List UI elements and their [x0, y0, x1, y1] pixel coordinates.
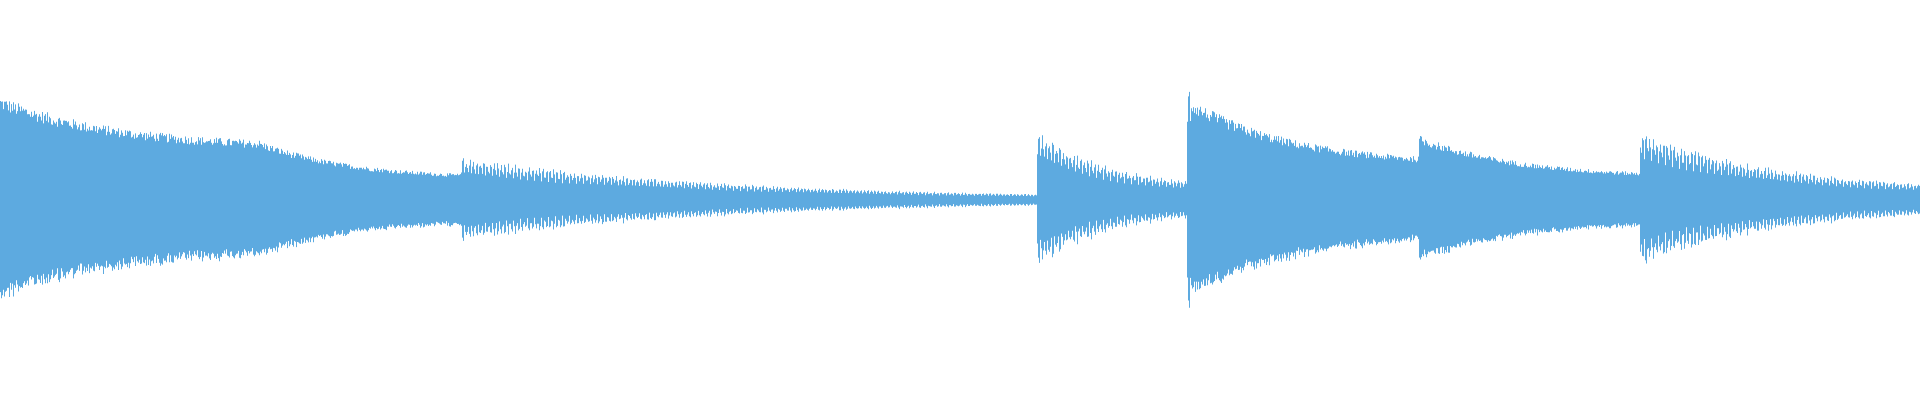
- waveform-bars: [0, 91, 1920, 308]
- waveform-path: [0, 91, 1920, 308]
